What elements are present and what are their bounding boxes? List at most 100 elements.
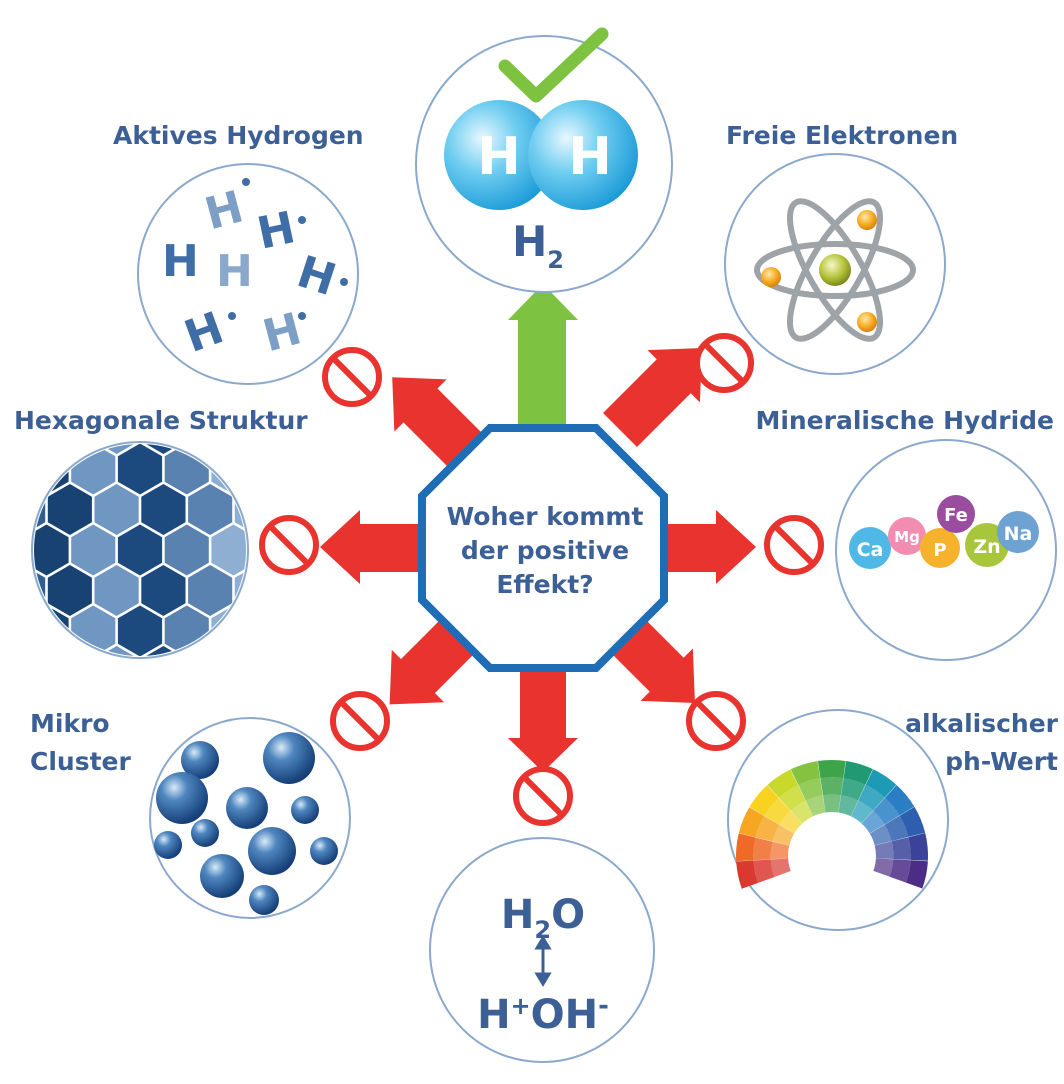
- prohibition-icon: [330, 691, 390, 751]
- aktives-hydrogen-node: H H H H H H H: [137, 163, 359, 385]
- hexagon: [328, 646, 372, 697]
- electron: [857, 210, 877, 230]
- ph-segment: [753, 859, 775, 883]
- arrow-up-green: [508, 284, 578, 436]
- hexagon: [47, 484, 92, 535]
- center-question: Woher kommt der positive Effekt?: [425, 500, 665, 602]
- ph-segment: [738, 807, 765, 838]
- center-line-1: Woher kommt: [446, 502, 644, 531]
- hexagon: [188, 646, 233, 656]
- hexagon: [71, 524, 116, 576]
- ph-segment: [884, 815, 909, 842]
- ph-segment: [779, 810, 803, 834]
- ph-segment: [873, 858, 894, 877]
- h-atom-left: [444, 100, 554, 210]
- ph-segment: [764, 798, 791, 825]
- hexagon: [0, 525, 22, 576]
- ph-color-wheel: [735, 759, 929, 889]
- ph-segment: [767, 769, 798, 798]
- hexagon: [117, 524, 163, 576]
- hexagon: [94, 565, 139, 616]
- ph-segment: [869, 824, 892, 846]
- mineral-na: Na: [1004, 523, 1033, 545]
- h-atom-right: [528, 100, 638, 210]
- hexagon: [0, 606, 22, 657]
- ph-segment: [823, 794, 841, 813]
- ph-segment: [838, 795, 859, 817]
- checkmark-icon: [498, 27, 609, 103]
- ph-segment: [865, 769, 897, 798]
- h2-node: H H H2: [415, 27, 673, 293]
- hexagon: [94, 484, 139, 535]
- prohibition-icon: [513, 766, 573, 826]
- nucleus: [819, 254, 851, 286]
- ph-segment: [889, 859, 911, 883]
- hexagon: [117, 444, 163, 495]
- label-mikro-line1: Mikro: [30, 709, 110, 738]
- mikro-cluster-node: [149, 717, 351, 919]
- arrows: [320, 284, 756, 772]
- ph-segment: [736, 860, 759, 889]
- ph-segment: [873, 797, 900, 825]
- hexagon: [164, 524, 209, 576]
- center-octagon: [418, 424, 668, 672]
- hexagon: [188, 565, 233, 616]
- water-node: H2O H+OH-: [429, 837, 655, 1063]
- center-line-2: der positive: [460, 536, 630, 565]
- hexagon: [34, 646, 46, 656]
- hexagon: [258, 444, 302, 495]
- ph-segment: [841, 778, 866, 801]
- ph-segment: [770, 841, 790, 860]
- ph-segment: [858, 784, 885, 811]
- label-mikro-line2: Cluster: [30, 747, 131, 776]
- h2-formula: H2: [512, 217, 564, 274]
- ph-segment: [735, 833, 756, 862]
- ph-segment: [843, 761, 873, 785]
- mineralische-hydride-node: Ca Mg P Fe Zn Na: [835, 439, 1057, 661]
- mineral-mg: Mg: [894, 528, 920, 546]
- ph-segment: [885, 785, 915, 816]
- center-line-3: Effekt?: [496, 570, 594, 599]
- hexagon: [188, 484, 233, 535]
- ph-segment: [790, 761, 821, 785]
- mineral-zn: Zn: [973, 536, 1000, 558]
- hexagon: [141, 565, 186, 616]
- hexagon: [34, 524, 69, 576]
- prohibition-icon: [322, 347, 382, 407]
- freie-elektronen-node: [724, 153, 946, 375]
- ph-segment: [749, 785, 779, 816]
- hexagon: [328, 403, 372, 454]
- prohibition-icon: [259, 515, 319, 575]
- double-arrow-icon: [534, 935, 552, 987]
- label-alkalisch-line2: ph-Wert: [945, 747, 1058, 776]
- prohibition-icon: [764, 515, 824, 575]
- hexagon: [47, 646, 92, 656]
- ph-segment: [891, 837, 911, 860]
- hexagon: [234, 646, 246, 656]
- mineral-ca: Ca: [857, 539, 884, 561]
- ph-segment: [779, 785, 806, 811]
- ph-segment: [817, 759, 846, 779]
- ph-segment: [772, 824, 795, 846]
- h-glyph: H: [162, 236, 199, 287]
- label-hexagonale-struktur: Hexagonale Struktur: [14, 406, 308, 435]
- ph-segment: [874, 841, 894, 859]
- h-glyph: H: [216, 246, 253, 297]
- h-atom-left-label: H: [477, 127, 521, 187]
- h-atom-right-label: H: [568, 127, 612, 187]
- ph-segment: [908, 833, 929, 861]
- hexagon: [282, 646, 326, 697]
- ph-segment: [755, 816, 780, 842]
- electron: [857, 312, 877, 332]
- ph-segment: [861, 810, 885, 834]
- ph-segment: [820, 777, 844, 796]
- hexagon: [305, 606, 349, 657]
- water-formula: H2O: [501, 892, 585, 944]
- hexagon: [258, 606, 302, 657]
- hexagon: [211, 524, 246, 576]
- prohibition-icon: [686, 691, 746, 751]
- mineral-fe: Fe: [944, 505, 968, 526]
- alkalischer-ph-node: [727, 709, 949, 931]
